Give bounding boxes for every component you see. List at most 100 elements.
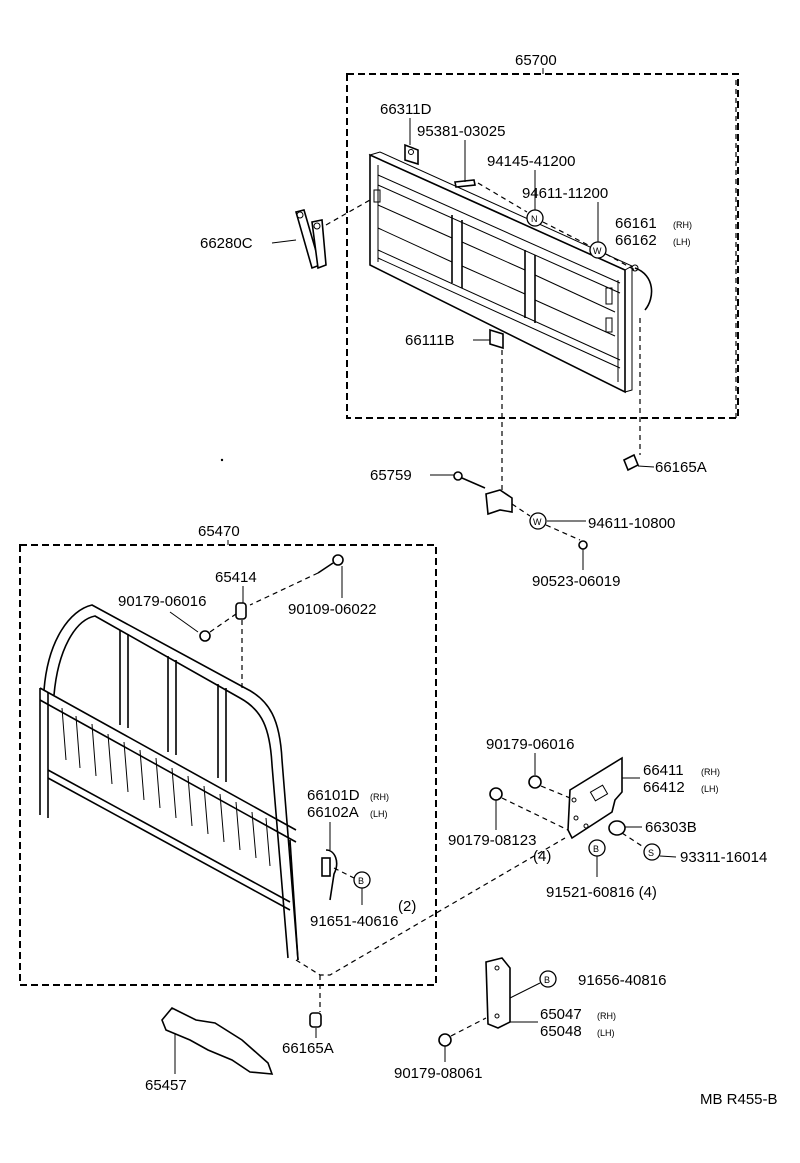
- axis-pin-3: [605, 253, 636, 271]
- part-90179-06016-a: [199, 630, 211, 642]
- label-66102A: 66102A: [307, 804, 359, 821]
- part-66303B: [608, 820, 626, 836]
- leader-93311: [659, 855, 677, 858]
- headboard-group-box: [19, 544, 437, 986]
- label-93311-16014: 93311-16014: [680, 849, 767, 866]
- label-66165A-bottom: 66165A: [282, 1040, 334, 1057]
- label-65047-side: (RH): [597, 1011, 616, 1021]
- part-90523-06019: [578, 540, 588, 550]
- label-94611-10800: 94611-10800: [588, 515, 675, 532]
- axis-headboard-bracket: [295, 837, 566, 976]
- stray-dot: [220, 458, 224, 462]
- part-95381-03025: [454, 179, 476, 188]
- label-66303B: 66303B: [645, 819, 697, 836]
- leader-66165A-top: [637, 465, 655, 468]
- axis-66303B-S: [621, 832, 646, 849]
- label-94145-41200: 94145-41200: [487, 153, 575, 170]
- label-66411-side: (RH): [701, 767, 720, 777]
- label-65457: 65457: [145, 1077, 187, 1094]
- headboard-frame: [39, 604, 299, 961]
- screw-symbol-S: [643, 843, 661, 861]
- label-91656-40816: 91656-40816: [578, 972, 666, 989]
- part-66111B: [489, 328, 504, 350]
- bolt-symbol-B-c: [539, 970, 557, 988]
- label-65048-side: (LH): [597, 1028, 615, 1038]
- label-91651-qty: (2): [398, 898, 416, 915]
- label-65047: 65047: [540, 1006, 582, 1023]
- axis-pin-1: [477, 182, 528, 213]
- label-66161-side: (RH): [673, 220, 692, 230]
- part-90179-06016-b: [528, 775, 542, 789]
- tailgate-group-box: [346, 73, 739, 419]
- symbol-B-a: B: [358, 876, 364, 886]
- axis-90179-08123: [501, 797, 569, 831]
- label-91521-60816: 91521-60816 (4): [546, 884, 657, 901]
- label-90109-06022: 90109-06022: [288, 601, 376, 618]
- axis-90109: [249, 572, 319, 606]
- part-65457: [161, 1007, 274, 1075]
- part-66411-66412: [567, 756, 623, 840]
- nut-symbol-N: [526, 209, 544, 227]
- part-hinge-lower: [485, 489, 513, 516]
- label-65470: 65470: [198, 523, 240, 540]
- part-65047-65048: [485, 957, 511, 1029]
- reference-code: MB R455-B: [700, 1091, 778, 1108]
- part-90179-08123: [489, 787, 503, 801]
- axis-90179-a: [209, 613, 237, 633]
- part-66165A-top: [622, 453, 640, 472]
- symbol-N: N: [531, 214, 538, 224]
- washer-symbol-W-lower: [529, 512, 547, 530]
- part-66165A-bottom: [309, 1012, 322, 1028]
- label-66412: 66412: [643, 779, 685, 796]
- label-65759: 65759: [370, 467, 412, 484]
- label-65414: 65414: [215, 569, 257, 586]
- symbol-B-b: B: [593, 844, 599, 854]
- label-66411: 66411: [643, 762, 684, 779]
- label-90179-08123: 90179-08123: [448, 832, 536, 849]
- label-66165A-top: 66165A: [655, 459, 707, 476]
- label-66101D: 66101D: [307, 787, 360, 804]
- part-90179-08061: [438, 1033, 452, 1047]
- label-66101D-side: (RH): [370, 792, 389, 802]
- symbol-W-top: W: [593, 246, 602, 256]
- label-66162: 66162: [615, 232, 657, 249]
- label-66280C: 66280C: [200, 235, 253, 252]
- label-90179-08123-qty: (4): [533, 848, 551, 865]
- symbol-B-c: B: [544, 975, 550, 985]
- part-66280C: [295, 209, 327, 270]
- label-66111B: 66111B: [405, 332, 455, 349]
- part-66311D: [404, 143, 419, 166]
- axis-hinge-washer: [511, 503, 531, 517]
- label-65048: 65048: [540, 1023, 582, 1040]
- label-65700: 65700: [515, 52, 557, 69]
- axis-B-a: [333, 867, 355, 879]
- tailgate-panel: [368, 151, 634, 394]
- label-66102A-side: (LH): [370, 809, 388, 819]
- label-90179-06016-b: 90179-06016: [486, 736, 574, 753]
- label-90179-06016-a: 90179-06016: [118, 593, 206, 610]
- leader-90179-06016-a: [169, 611, 199, 633]
- part-66101D-66102A: [321, 849, 338, 901]
- axis-washer-nut: [545, 524, 581, 541]
- label-66311D: 66311D: [380, 101, 432, 118]
- leader-66280C: [271, 239, 297, 244]
- label-66162-side: (LH): [673, 237, 691, 247]
- part-65414: [235, 602, 247, 620]
- label-91651-40616: 91651-40616: [310, 913, 398, 930]
- symbol-W-lower: W: [533, 517, 542, 527]
- symbol-S: S: [648, 848, 654, 858]
- label-90523-06019: 90523-06019: [532, 573, 620, 590]
- part-66161-66162-chain: [631, 264, 653, 311]
- label-95381-03025: 95381-03025: [417, 123, 505, 140]
- label-66412-side: (LH): [701, 784, 719, 794]
- label-66161: 66161: [615, 215, 657, 232]
- part-65759: [453, 471, 486, 489]
- leader-B-c: [509, 982, 541, 999]
- label-90179-08061: 90179-08061: [394, 1065, 482, 1082]
- part-90109-06022: [317, 554, 344, 574]
- washer-symbol-W-top: [589, 241, 607, 259]
- axis-90179-08061: [450, 1017, 487, 1037]
- label-94611-11200: 94611-11200: [522, 185, 608, 202]
